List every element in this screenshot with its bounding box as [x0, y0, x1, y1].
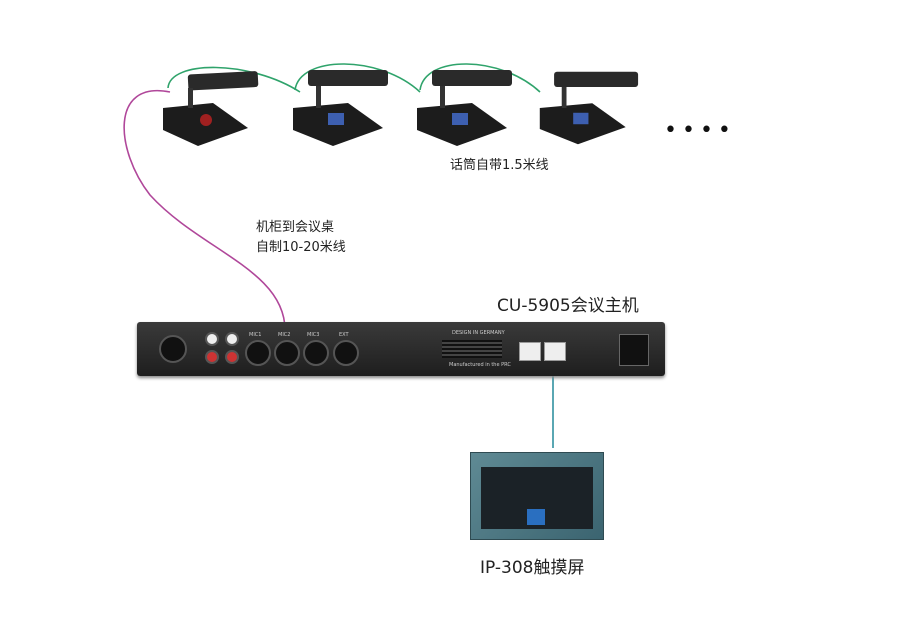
mic3-label: MIC3 — [307, 332, 320, 338]
mic-cable-3 — [419, 63, 541, 93]
cabinet-cable-label-2: 自制10-20米线 — [256, 240, 346, 255]
host-rear-panel: MIC1 MIC2 MIC3 EXT DESIGN IN GERMANY Man… — [137, 322, 665, 376]
touchscreen-display — [481, 467, 593, 529]
microphone-unit-2 — [293, 70, 388, 146]
ext-port — [333, 340, 359, 366]
mic2-label: MIC2 — [278, 332, 291, 338]
rca-port — [205, 332, 219, 346]
design-label: DESIGN IN GERMANY — [452, 330, 505, 336]
mic1-port — [245, 340, 271, 366]
cabinet-cable-label-1: 机柜到会议桌 — [256, 220, 335, 235]
ext-label: EXT — [339, 332, 349, 338]
xlr-output-port — [159, 335, 187, 363]
rca-port — [225, 350, 239, 364]
more-units-ellipsis: •••• — [664, 118, 736, 143]
cabinet-cable — [123, 89, 286, 331]
rca-port — [205, 350, 219, 364]
selected-tile — [527, 509, 545, 525]
microphone-unit-3 — [417, 70, 512, 146]
ethernet-port-2 — [544, 342, 566, 361]
power-socket — [619, 334, 649, 366]
ethernet-port-1 — [519, 342, 541, 361]
made-label: Manufactured in the PRC — [449, 362, 511, 368]
mic-cable-label: 话筒自带1.5米线 — [450, 158, 549, 173]
mic-cable-1 — [167, 66, 301, 93]
vent-grille — [442, 340, 502, 358]
mic3-port — [303, 340, 329, 366]
touchscreen-label: IP-308触摸屏 — [480, 558, 585, 578]
microphone-unit-4 — [539, 71, 639, 145]
mic1-label: MIC1 — [249, 332, 262, 338]
rca-port — [225, 332, 239, 346]
ip308-touchscreen — [470, 452, 604, 540]
mic2-port — [274, 340, 300, 366]
microphone-unit-1 — [163, 71, 259, 146]
host-label: CU-5905会议主机 — [497, 296, 639, 316]
mic-cable-2 — [294, 63, 421, 93]
